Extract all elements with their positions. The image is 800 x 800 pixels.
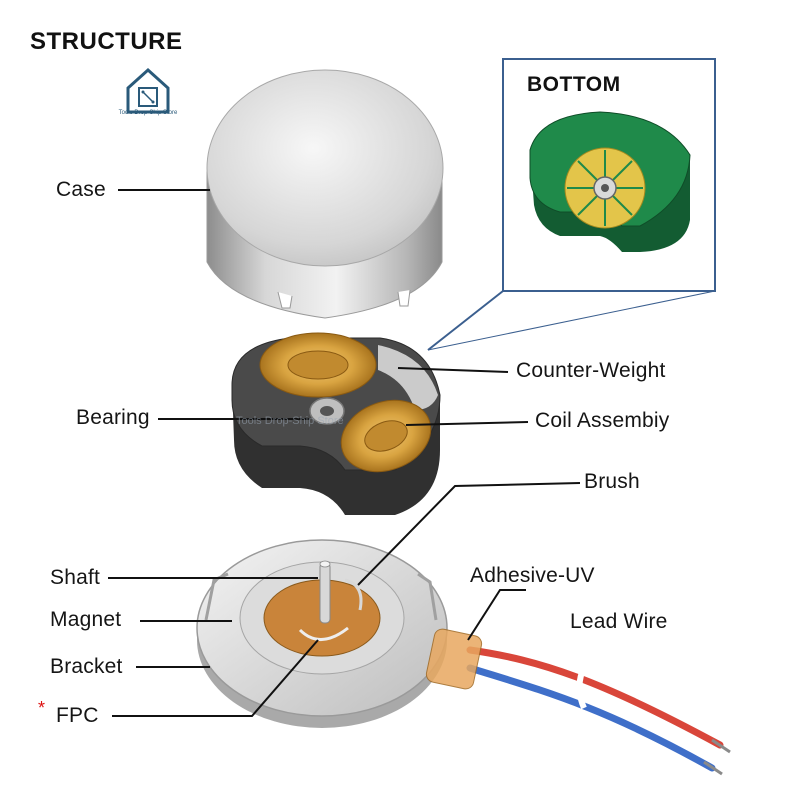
case-part bbox=[206, 69, 444, 319]
rotor-part bbox=[231, 332, 441, 515]
leader-lines bbox=[108, 189, 581, 717]
label-brush: Brush bbox=[584, 470, 640, 493]
label-coil-assembly: Coil Assembiy bbox=[535, 409, 670, 432]
label-case: Case bbox=[56, 178, 106, 201]
label-magnet: Magnet bbox=[50, 608, 122, 631]
label-counter-weight: Counter-Weight bbox=[516, 359, 666, 382]
label-bearing: Bearing bbox=[76, 406, 150, 429]
inset-title: BOTTOM bbox=[527, 73, 621, 96]
watermark-text: Tools Drop-Ship Store bbox=[236, 415, 344, 427]
lead-wire-part bbox=[425, 628, 731, 776]
label-fpc: FPC bbox=[56, 704, 99, 727]
logo-text: Tools Drop-Ship Store bbox=[118, 110, 178, 116]
house-circuit-icon bbox=[126, 67, 170, 114]
label-bracket: Bracket bbox=[50, 655, 123, 678]
bottom-inset bbox=[427, 58, 716, 351]
bracket-part bbox=[196, 539, 448, 728]
label-lead-wire: Lead Wire bbox=[570, 610, 668, 633]
label-adhesive-uv: Adhesive-UV bbox=[470, 564, 595, 587]
adhesive-uv-part bbox=[425, 628, 483, 690]
diagram-title: STRUCTURE bbox=[30, 28, 183, 55]
label-shaft: Shaft bbox=[50, 566, 101, 589]
fpc-marker: * bbox=[38, 698, 46, 718]
shaft-part bbox=[319, 562, 331, 624]
